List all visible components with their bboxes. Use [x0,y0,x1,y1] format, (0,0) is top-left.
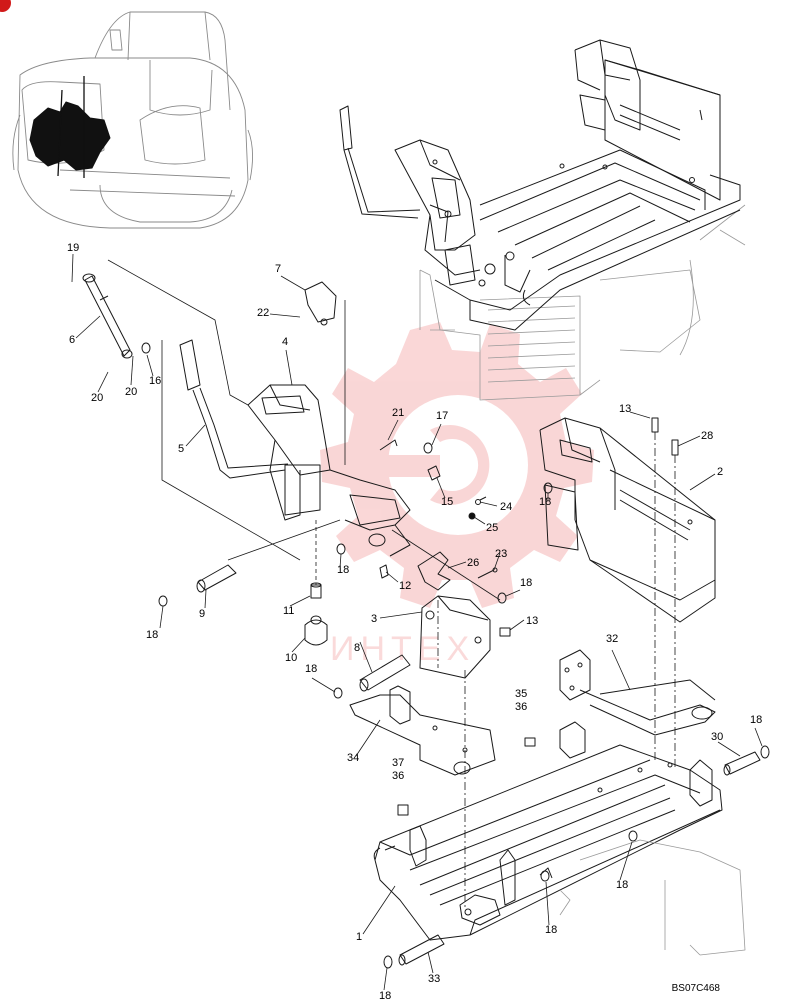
callout-label: 18 [305,663,317,675]
callout-leader-lines [71,253,763,991]
centre-lines [437,432,676,910]
callout-label: 20 [91,392,103,404]
callout-label: 13 [526,615,538,627]
callout-label: 13 [619,403,631,415]
callout-label: 18 [750,714,762,726]
callout-label: 37 [392,757,404,769]
background-machine-ghost [419,204,746,401]
callout-label: 36 [515,701,527,713]
callout-label: 23 [495,548,507,560]
machine-location-inset [12,11,253,229]
watermark-gear-icon [320,322,594,608]
side-plate-part [559,649,716,736]
callout-label: 5 [178,443,184,455]
callout-label: 4 [282,336,288,348]
callout-label: 17 [436,410,448,422]
pin-32 [724,751,761,775]
console-exploded-view [82,259,501,692]
callout-label: 16 [149,375,161,387]
support-plate-part [349,685,496,776]
assembled-frame-view [339,39,746,401]
callout-label: 15 [441,496,453,508]
callout-label: 1 [356,931,362,943]
callout-label: 21 [392,407,404,419]
callout-label: 18 [520,577,532,589]
callout-label: 18 [539,496,551,508]
callout-label: 32 [606,633,618,645]
callout-label: 10 [285,652,297,664]
callout-label: 22 [257,307,269,319]
watermark-text: ИНТЕХ [330,630,475,668]
callout-label: 12 [399,580,411,592]
drawing-reference-code: BS07C468 [671,983,720,994]
callout-label: 2 [717,466,723,478]
callout-label: 18 [146,629,158,641]
callout-label: 19 [67,242,79,254]
callout-label: 36 [392,770,404,782]
callout-label: 6 [69,334,75,346]
callout-label: 24 [500,501,512,513]
callout-label: 33 [428,973,440,985]
highlighted-part-silhouette [29,101,111,171]
callout-label: 18 [379,990,391,1000]
callout-labels: 1 2 3 4 5 6 7 8 9 10 11 12 13 13 15 16 1… [67,242,762,1000]
pin-34 [399,934,445,965]
callout-label: 35 [515,688,527,700]
callout-label: 26 [467,557,479,569]
callout-label: 7 [275,263,281,275]
callout-label: 18 [616,879,628,891]
inset-pointer-lines [57,76,85,178]
callout-label: 18 [545,924,557,936]
callout-label: 18 [337,564,349,576]
o-ring-parts [158,482,770,969]
floor-plate-part [373,721,746,956]
callout-label: 9 [199,608,205,620]
callout-label: 28 [701,430,713,442]
callout-label: 8 [354,642,360,654]
callout-label: 25 [486,522,498,534]
callout-label: 3 [371,613,377,625]
side-bracket-part [539,417,716,623]
callout-label: 30 [711,731,723,743]
callout-label: 20 [125,386,137,398]
callout-label: 11 [283,605,294,617]
corner-mark-icon [0,0,11,12]
